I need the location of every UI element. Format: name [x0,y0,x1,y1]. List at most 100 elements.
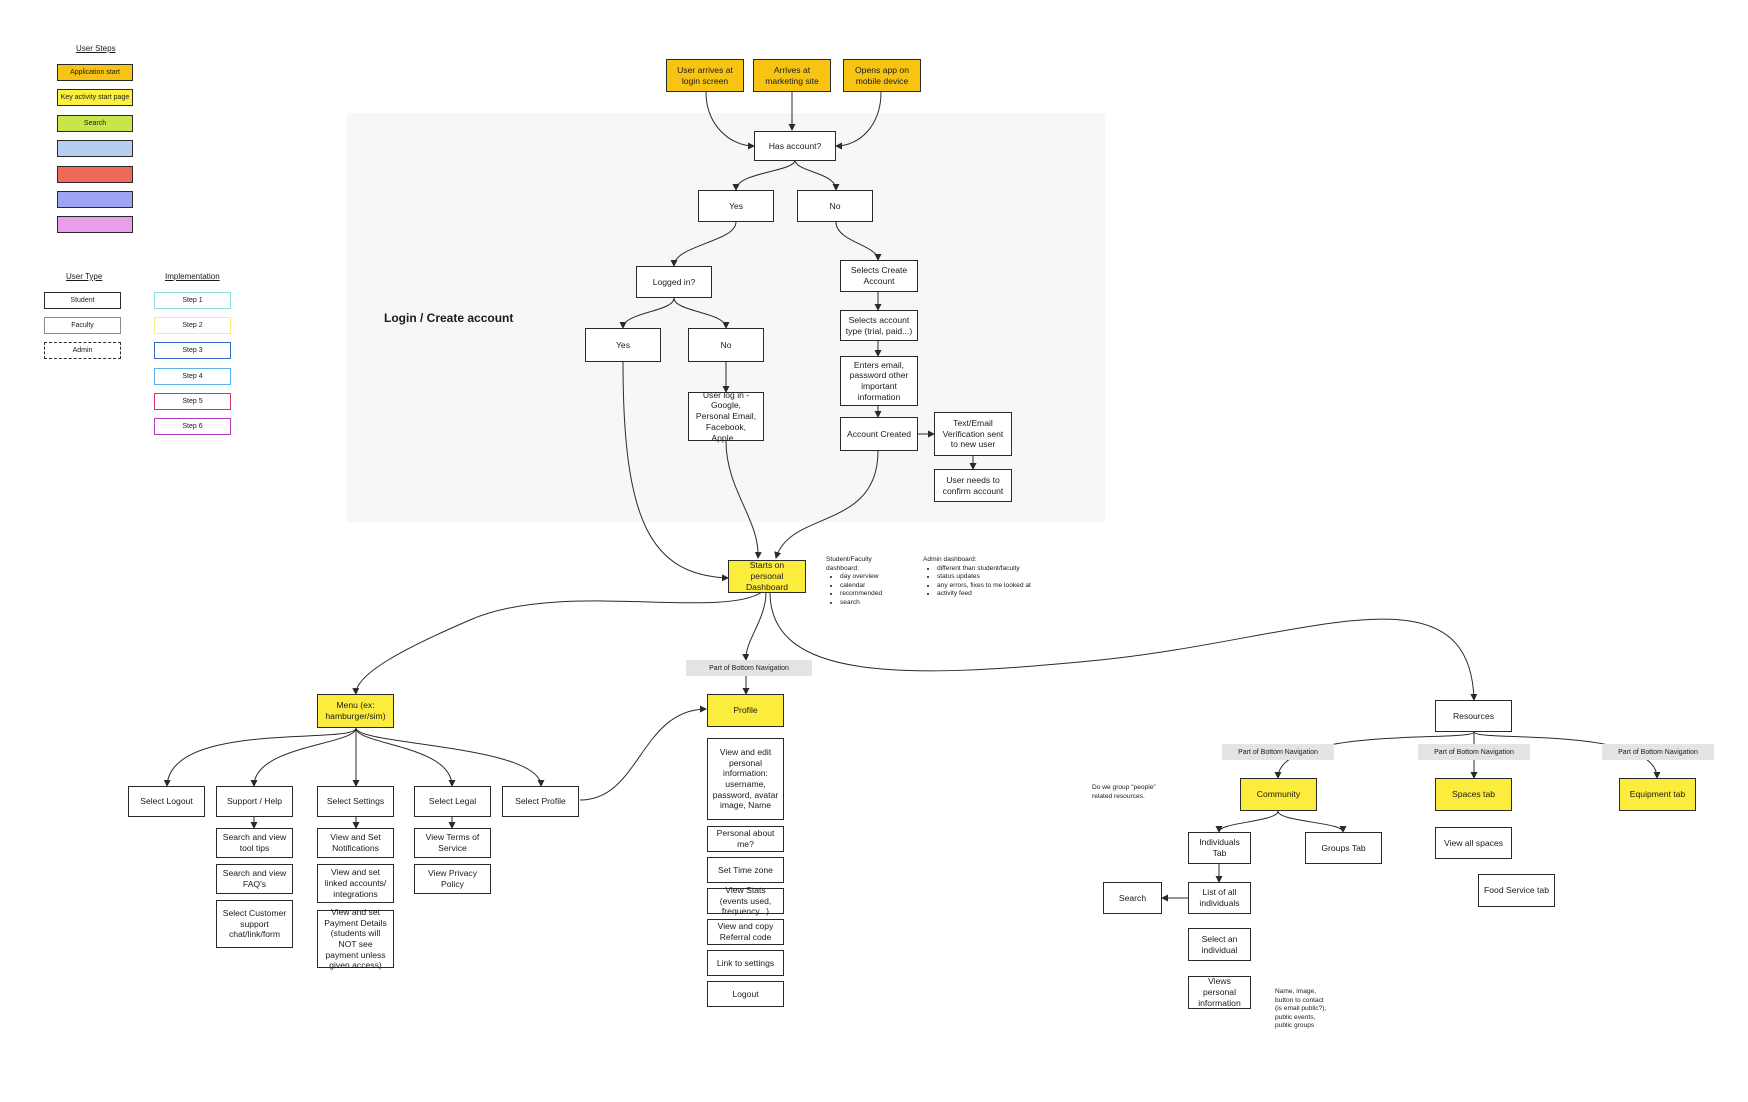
node-link-to-settings[interactable]: Link to settings [707,950,784,976]
tag-bottom-nav-profile: Part of Bottom Navigation [686,660,812,676]
node-select-profile[interactable]: Select Profile [502,786,579,817]
legend-step-swatch: Search [57,114,133,132]
legend-implementation-step: Step 2 [154,317,231,335]
node-food-service-tab[interactable]: Food Service tab [1478,874,1555,907]
node-about-me[interactable]: Personal about me? [707,826,784,852]
node-select-logout[interactable]: Select Logout [128,786,205,817]
edge-resources-equipment [1473,731,1661,779]
node-yes-logged-in[interactable]: Yes [585,328,661,362]
node-yes-has-account[interactable]: Yes [698,190,774,222]
legend-step-swatch: Application start [57,64,133,81]
edge-menu-legal [355,727,456,787]
edge-dashboard-profile [742,591,767,661]
node-resources[interactable]: Resources [1435,700,1512,732]
note-bullet: search [840,599,906,608]
note-student-dashboard: Student/Faculty dashboard: day overviewc… [826,556,906,607]
edge-menu-selectprofile [355,727,545,787]
section-title: Login / Create account [384,311,514,325]
tag-bottom-nav-spaces: Part of Bottom Navigation [1418,744,1530,760]
node-views-personal-info[interactable]: Views personal information [1188,976,1251,1009]
node-select-legal[interactable]: Select Legal [414,786,491,817]
note-bullet: different than student/faculty [937,565,1035,574]
node-spaces-tab[interactable]: Spaces tab [1435,778,1512,811]
node-notifications[interactable]: View and Set Notifications [317,828,394,858]
node-time-zone[interactable]: Set Time zone [707,857,784,883]
edge-yes1-loggedin [670,221,737,267]
note-bullet: status updates [937,573,1035,582]
node-mobile-app[interactable]: Opens app on mobile device [843,59,921,92]
edge-community-groups [1277,810,1347,833]
node-select-individual[interactable]: Select an individual [1188,928,1251,961]
legend-step-swatch [57,216,133,234]
node-profile[interactable]: Profile [707,694,784,727]
node-no-logged-in[interactable]: No [688,328,764,362]
node-enters-email[interactable]: Enters email, password other important i… [840,356,918,406]
node-edit-profile[interactable]: View and edit personal information: user… [707,738,784,820]
node-groups-tab[interactable]: Groups Tab [1305,832,1382,864]
node-account-type[interactable]: Selects account type (trial, paid...) [840,310,918,341]
node-confirm-account[interactable]: User needs to confirm account [934,469,1012,502]
note-bullet: day overview [840,573,906,582]
node-support-help[interactable]: Support / Help [216,786,293,817]
edge-selectprofile-profile [579,705,707,801]
edge-menu-logout [163,727,357,787]
edge-no1-create [835,221,882,261]
legend-step-swatch [57,191,133,208]
legend-step-swatch: Key activity start page [57,89,133,107]
node-referral-code[interactable]: View and copy Referral code [707,919,784,945]
legend-implementation-title: Implementation [165,272,220,281]
node-has-account[interactable]: Has account? [754,131,836,161]
node-list-individuals[interactable]: List of all individuals [1188,882,1251,914]
node-privacy-policy[interactable]: View Privacy Policy [414,864,491,894]
node-linked-accounts[interactable]: View and set linked accounts/ integratio… [317,864,394,903]
node-account-created[interactable]: Account Created [840,417,918,451]
node-search[interactable]: Search [1103,882,1162,914]
node-user-login[interactable]: User log in - Google, Personal Email, Fa… [688,390,764,443]
node-no-has-account[interactable]: No [797,190,873,222]
edge-community-individuals [1215,810,1279,833]
legend-user-type: Student [44,292,121,309]
edge-login-hasaccount [705,91,755,150]
node-tool-tips[interactable]: Search and view tool tips [216,828,293,858]
tag-bottom-nav-community: Part of Bottom Navigation [1222,744,1334,760]
legend-implementation-step: Step 5 [154,392,231,410]
node-logged-in[interactable]: Logged in? [636,266,712,298]
node-marketing-site[interactable]: Arrives at marketing site [753,59,831,92]
node-logout[interactable]: Logout [707,981,784,1007]
legend-step-swatch [57,165,133,183]
edge-yes2-dashboard [622,361,729,582]
legend-implementation-step: Step 4 [154,367,231,385]
node-dashboard[interactable]: Starts on personal Dashboard [728,560,806,593]
node-view-stats[interactable]: View Stats (events used, frequency...) [707,885,784,916]
legend-user-steps-title: User Steps [76,44,116,53]
legend-user-type-title: User Type [66,272,103,281]
node-select-settings[interactable]: Select Settings [317,786,394,817]
node-customer-support[interactable]: Select Customer support chat/link/form [216,900,293,948]
node-faqs[interactable]: Search and view FAQ's [216,864,293,894]
node-menu[interactable]: Menu (ex: hamburger/sim) [317,694,394,728]
node-community[interactable]: Community [1240,778,1317,811]
legend-user-type: Faculty [44,317,121,334]
note-bullet: recommended [840,590,906,599]
note-bullet: activity feed [937,590,1035,599]
note-bullet: calendar [840,582,906,591]
legend-implementation-step: Step 3 [154,342,231,360]
edge-has-no1 [794,159,840,191]
node-create-account[interactable]: Selects Create Account [840,260,918,292]
edge-dashboard-menu [352,591,763,695]
legend-step-swatch [57,140,133,158]
edge-dashboard-resources [769,591,1478,701]
edge-mobile-hasaccount [835,91,882,150]
node-individuals-tab[interactable]: Individuals Tab [1188,832,1251,864]
edge-menu-support [250,727,357,787]
node-view-all-spaces[interactable]: View all spaces [1435,827,1512,859]
node-terms-of-service[interactable]: View Terms of Service [414,828,491,858]
note-admin-dashboard: Admin dashboard: different than student/… [923,556,1035,599]
note-bullet: any errors, fixes to me looked at [937,582,1035,591]
node-equipment-tab[interactable]: Equipment tab [1619,778,1696,811]
node-payment-details[interactable]: View and set Payment Details (students w… [317,907,394,970]
edge-loggedin-no2 [673,297,730,329]
node-login-screen[interactable]: User arrives at login screen [666,59,744,92]
node-verification[interactable]: Text/Email Verification sent to new user [934,412,1012,456]
